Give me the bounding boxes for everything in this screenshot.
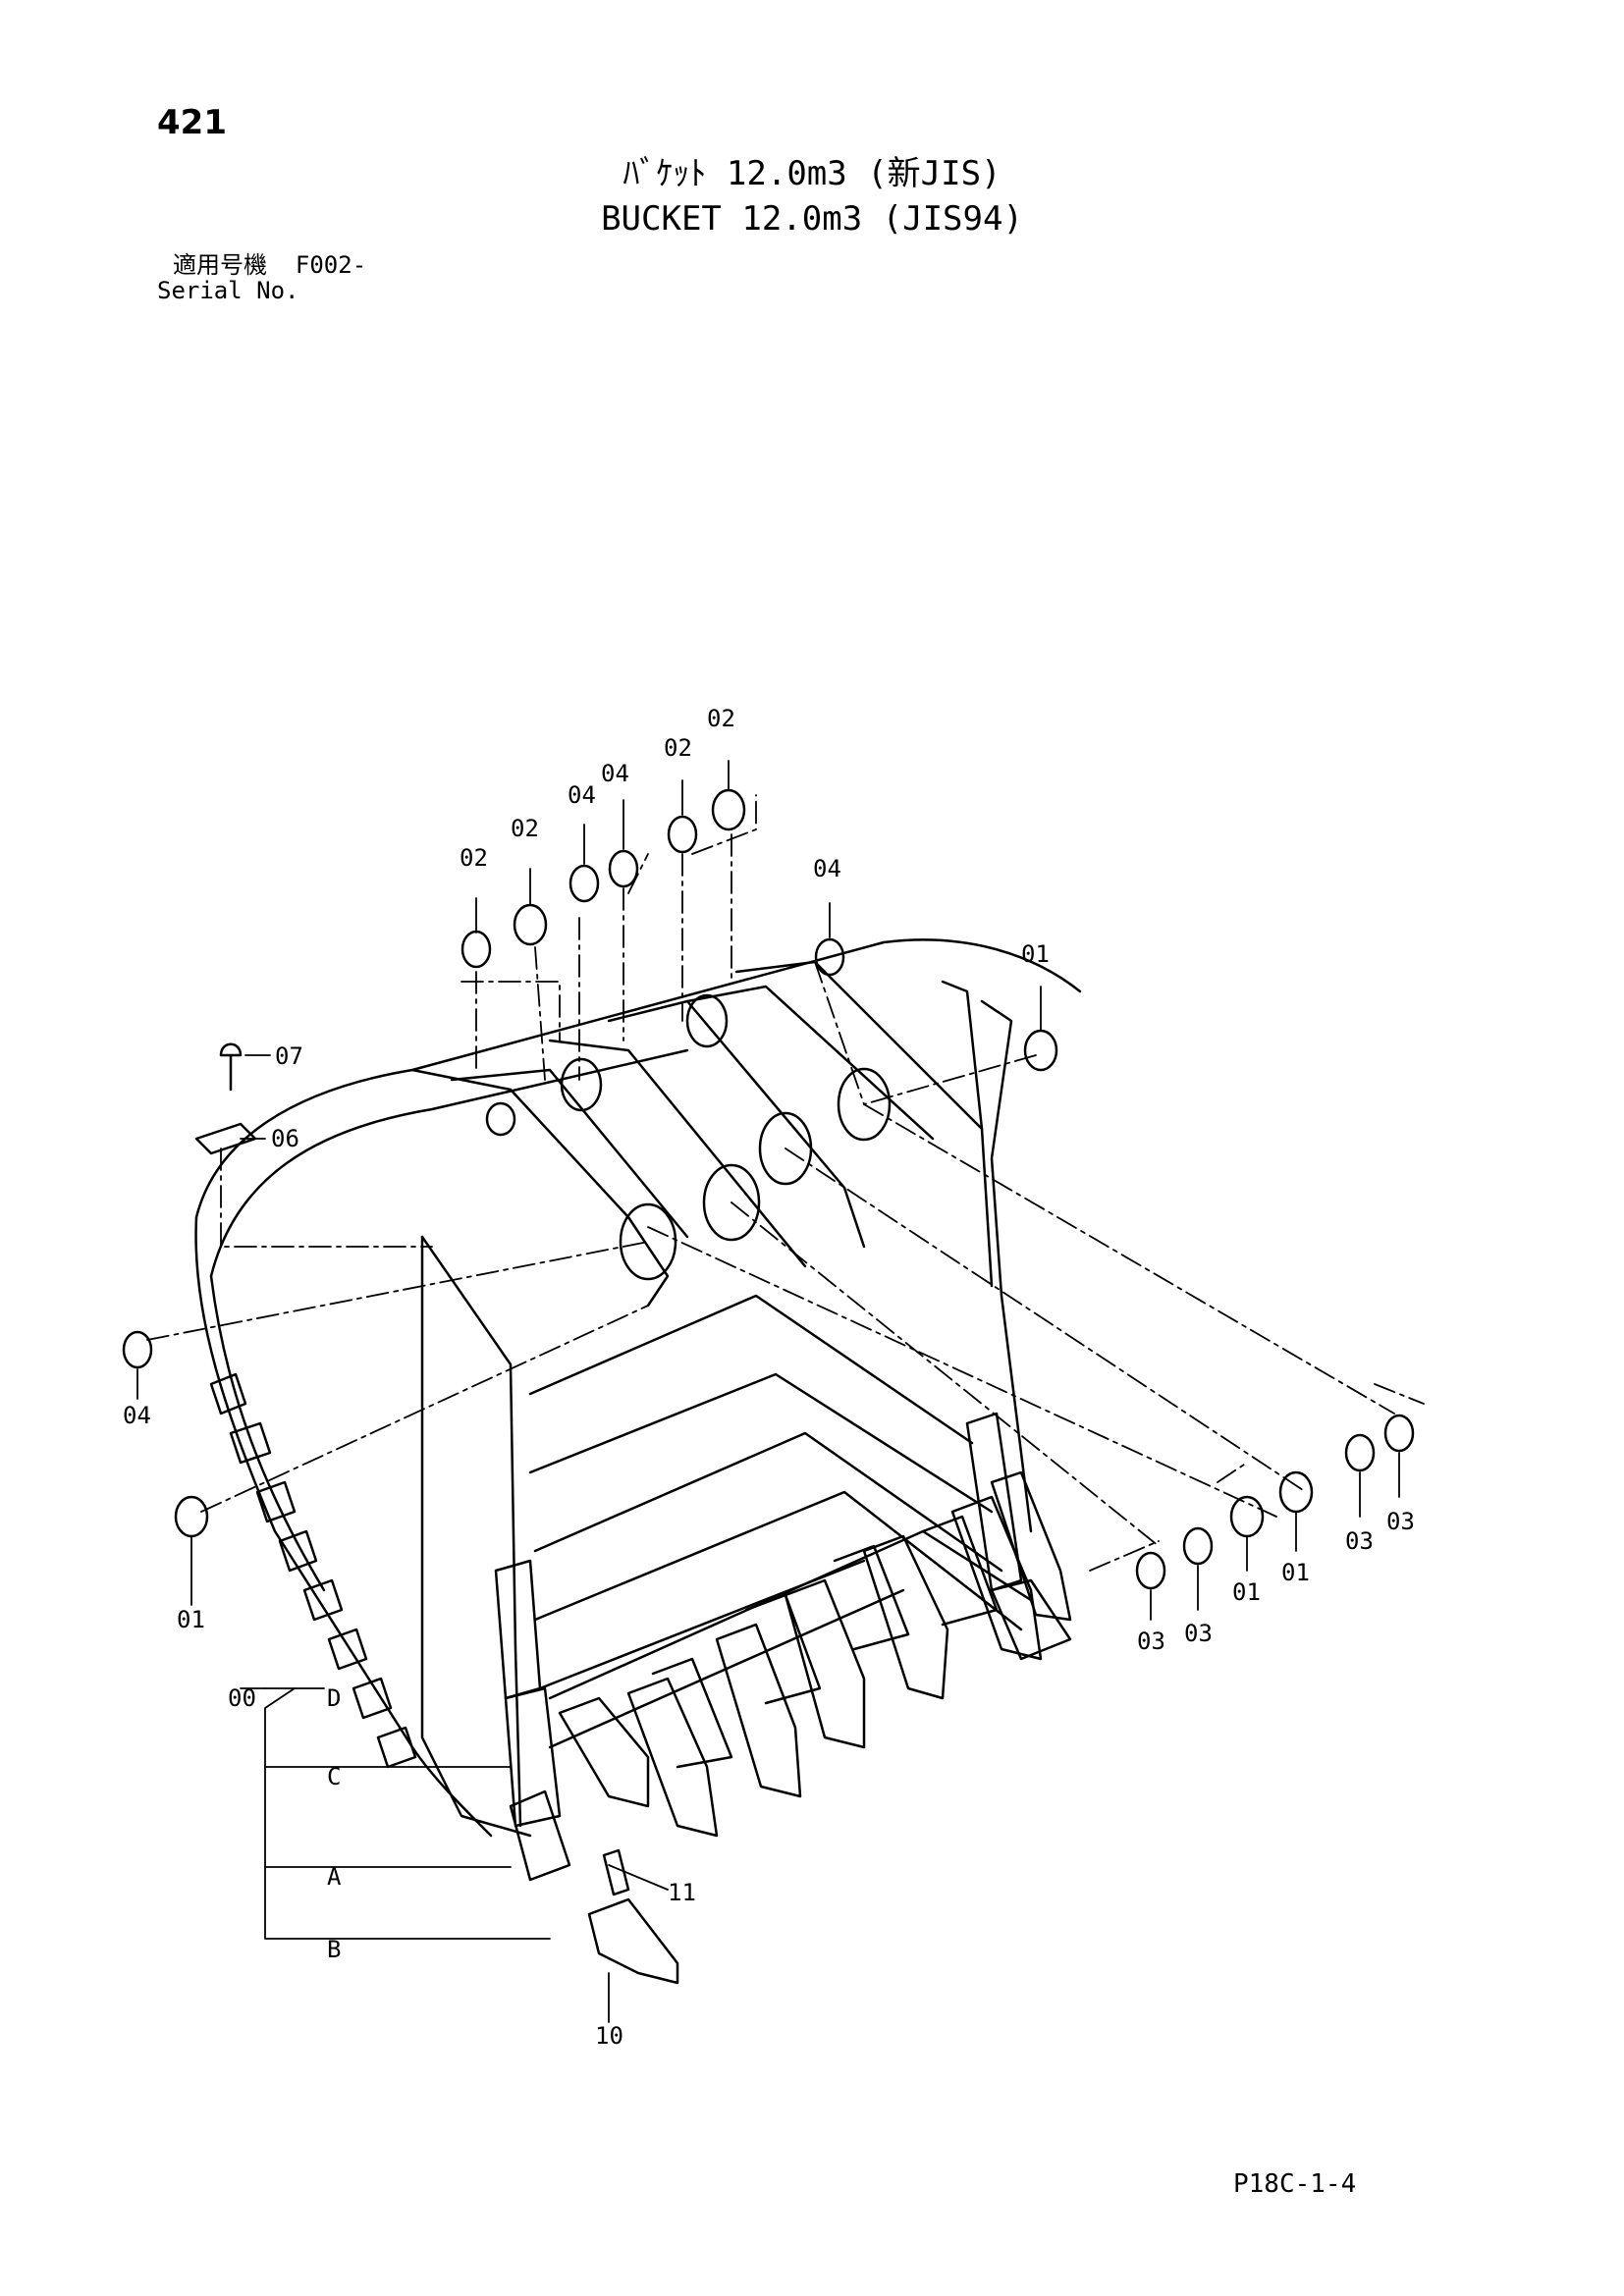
callout-01-b: 01 bbox=[177, 1606, 205, 1633]
callout-03-a: 03 bbox=[1137, 1628, 1165, 1655]
teeth-row bbox=[509, 1470, 1072, 1882]
collar-01-b bbox=[174, 1495, 209, 1538]
callout-labels: 00 D C A B 11 10 07 06 04 01 02 02 04 04… bbox=[123, 705, 1415, 2050]
shim-03-c bbox=[1344, 1433, 1376, 1472]
bolt-07 bbox=[219, 1042, 243, 1092]
callout-D: D bbox=[327, 1684, 341, 1712]
shim-04-a bbox=[568, 864, 600, 903]
title-japanese: ﾊﾞｹｯﾄ 12.0m3 (新JIS) bbox=[623, 154, 1001, 193]
serial-label-english: Serial No. bbox=[157, 277, 299, 304]
callout-01-c: 01 bbox=[1232, 1578, 1261, 1606]
bucket-body bbox=[194, 938, 1082, 1838]
callout-03-d: 03 bbox=[1386, 1508, 1415, 1535]
pin-11 bbox=[602, 1848, 630, 1896]
callout-02-a: 02 bbox=[460, 844, 488, 872]
callout-A: A bbox=[327, 1863, 342, 1891]
callout-04-b: 04 bbox=[601, 760, 629, 787]
shim-04-b bbox=[608, 849, 639, 888]
loose-parts bbox=[122, 788, 1415, 1985]
callout-02-d: 02 bbox=[707, 705, 735, 732]
shim-03-a bbox=[1135, 1551, 1166, 1590]
bushing-02-c bbox=[667, 815, 698, 854]
shim-03-b bbox=[1182, 1526, 1214, 1566]
collar-01-c bbox=[1229, 1495, 1265, 1538]
callout-04-c: 04 bbox=[813, 855, 841, 882]
bushing-02-a bbox=[460, 930, 492, 969]
callout-C: C bbox=[327, 1763, 341, 1790]
collar-01-a bbox=[1023, 1029, 1058, 1072]
bucket-lugs bbox=[410, 960, 984, 1308]
assembly-lines bbox=[146, 794, 1425, 1572]
callout-03-b: 03 bbox=[1184, 1620, 1213, 1647]
serial-value: F002- bbox=[295, 251, 367, 279]
callout-01-a: 01 bbox=[1021, 940, 1050, 968]
callout-11: 11 bbox=[668, 1879, 696, 1906]
title-english: BUCKET 12.0m3 (JIS94) bbox=[601, 199, 1023, 239]
serial-line-japanese: 適用号機 F002- bbox=[173, 253, 366, 277]
leader-lines bbox=[136, 760, 1400, 2023]
page-number: 421 bbox=[157, 103, 227, 142]
callout-06: 06 bbox=[271, 1125, 299, 1152]
tooth-10 bbox=[587, 1897, 679, 1985]
callout-02-b: 02 bbox=[511, 815, 539, 842]
callout-03-c: 03 bbox=[1345, 1527, 1374, 1555]
drawing-code: P18C-1-4 bbox=[1233, 2169, 1357, 2199]
shim-03-d bbox=[1383, 1414, 1415, 1453]
serial-label-jp: 適用号機 bbox=[173, 251, 267, 279]
callout-04-a: 04 bbox=[568, 781, 596, 809]
callout-B: B bbox=[327, 1936, 341, 1963]
callout-02-c: 02 bbox=[664, 734, 692, 762]
callout-00: 00 bbox=[228, 1684, 256, 1712]
bushing-02-b bbox=[513, 903, 548, 946]
callout-04-d: 04 bbox=[123, 1402, 151, 1429]
shim-04-c bbox=[814, 937, 845, 977]
callout-01-d: 01 bbox=[1281, 1559, 1310, 1586]
bushing-02-d bbox=[711, 788, 746, 831]
callout-10: 10 bbox=[595, 2022, 623, 2050]
shim-04-d bbox=[122, 1330, 153, 1369]
callout-07: 07 bbox=[275, 1042, 303, 1070]
